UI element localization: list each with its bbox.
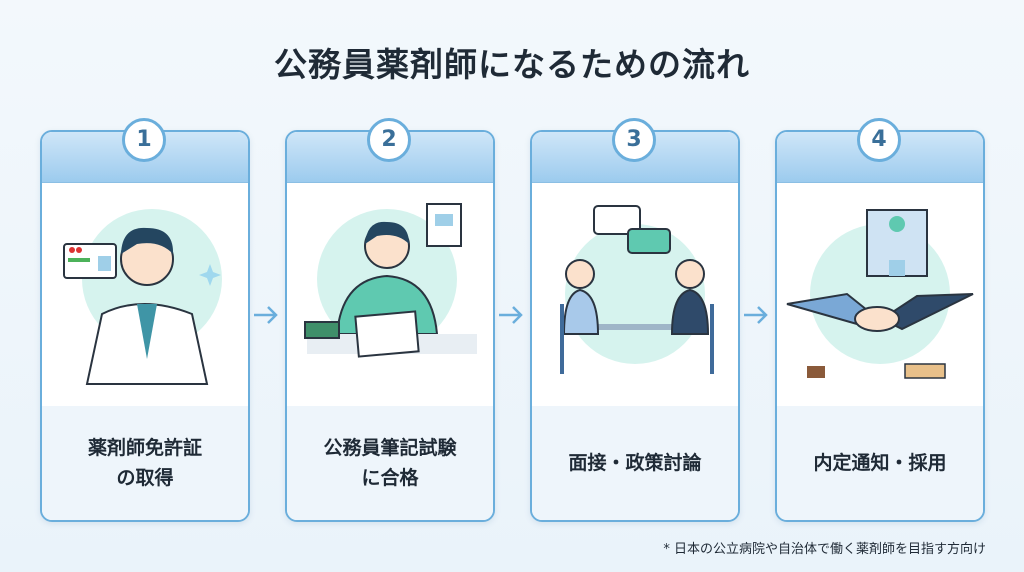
step-number-3: 3 bbox=[612, 118, 656, 162]
arrow-right-icon bbox=[499, 306, 523, 324]
step-number-2: 2 bbox=[367, 118, 411, 162]
step-label-2: の取得 bbox=[116, 467, 174, 489]
arrow-right-icon bbox=[744, 306, 768, 324]
interview-icon bbox=[560, 205, 714, 374]
step-card-3: 面接・政策討論 bbox=[530, 130, 740, 522]
step-label-2: に合格 bbox=[361, 467, 419, 489]
footnote: * 日本の公立病院や自治体で働く薬剤師を目指す方向け bbox=[663, 542, 986, 557]
handshake-hospital-icon bbox=[786, 209, 974, 379]
step-number-1: 1 bbox=[122, 118, 166, 162]
step-label: 面接・政策討論 bbox=[568, 451, 702, 474]
pharmacist-with-license-icon bbox=[63, 209, 222, 385]
step-label: 内定通知・採用 bbox=[813, 451, 947, 474]
step-card-2: 公務員筆記試験に合格 bbox=[285, 130, 495, 522]
step-label: 公務員筆記試験 bbox=[323, 436, 457, 459]
step-card-1: 薬剤師免許証の取得 bbox=[40, 130, 250, 522]
step-card-4: 内定通知・採用 bbox=[775, 130, 985, 522]
page-title: 公務員薬剤師になるための流れ bbox=[274, 45, 750, 84]
step-number-4: 4 bbox=[857, 118, 901, 162]
step-label: 薬剤師免許証 bbox=[87, 436, 202, 459]
written-exam-icon bbox=[304, 203, 477, 358]
arrow-right-icon bbox=[254, 306, 278, 324]
